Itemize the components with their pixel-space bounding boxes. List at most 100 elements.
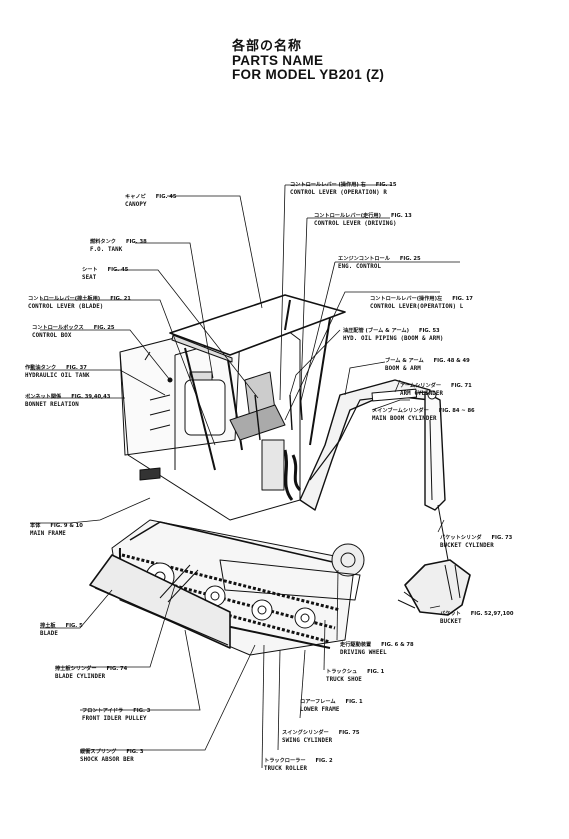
swing-cylinder-en: SWING CYLINDER [282, 738, 333, 745]
leader-lines [28, 184, 460, 769]
control-lever-driving-en: CONTROL LEVER (DRIVING) [314, 221, 397, 228]
leader-blade-cylinder [55, 584, 176, 668]
lower-frame-en: LOWER FRAME [300, 707, 340, 714]
hydraulic-oil-tank-jp: 作動油タンク [25, 365, 57, 371]
label-control-lever-operation-l: コントロールレバー(操作用)左 FIG. 17 CONTROL LEVER(OPE… [370, 286, 473, 311]
main-frame-jp: 本体 [30, 523, 41, 529]
leader-boom-arm [344, 361, 386, 396]
title-en-line2: FOR MODEL YB201 (Z) [232, 66, 385, 82]
swing-cylinder-fig: FIG. 75 [338, 730, 360, 736]
truck-shoe-jp: トラックシュ [326, 669, 358, 675]
leader-bucket-cylinder [437, 519, 445, 533]
main-frame-en: MAIN FRAME [30, 531, 66, 538]
bonnet-relation-en: BONNET RELATION [25, 402, 79, 409]
title-jp: 各部の名称 [232, 39, 303, 54]
label-truck-shoe: トラックシュ FIG. 1 TRUCK SHOE [326, 659, 384, 684]
control-lever-operation-r-jp: コントロールレバー (操作用) 右 [290, 182, 366, 188]
control-box-jp: コントロールボックス [32, 325, 84, 331]
boom-arm-fig: FIG. 48 & 49 [433, 358, 470, 364]
seat-en: SEAT [82, 275, 97, 282]
driving-wheel-en: DRIVING WHEEL [340, 650, 387, 657]
truck-roller-jp: トラックローラー [264, 758, 306, 764]
bucket-assembly [397, 504, 471, 616]
page-title: 各部の名称 PARTS NAME FOR MODEL YB201 (Z) [232, 40, 384, 82]
canopy-fig: FIG. 45 [155, 194, 177, 200]
leader-main-boom-cylinder [371, 399, 410, 411]
blade-cylinder-en: BLADE CYLINDER [55, 674, 106, 681]
control-lever-operation-l-fig: FIG. 17 [452, 296, 473, 302]
leader-control-box [40, 329, 171, 381]
arm-cylinder-jp: アームシリンダー [400, 383, 442, 389]
control-lever-driving-fig: FIG. 13 [391, 213, 412, 219]
canopy-en: CANOPY [125, 202, 147, 209]
leader-eng-control [299, 261, 460, 406]
control-lever-blade-fig: FIG. 21 [110, 296, 131, 302]
control-box-fig: FIG. 25 [93, 325, 115, 331]
bucket-fig: FIG. 52,97,100 [470, 611, 514, 617]
main-boom-cylinder-fig: FIG. 84 ~ 86 [438, 408, 475, 414]
control-lever-operation-l-en: CONTROL LEVER(OPERATION) L [370, 304, 464, 311]
leader-truck-shoe [323, 619, 326, 671]
hydraulic-oil-tank-fig: FIG. 37 [66, 365, 87, 371]
blade-jp: 排土板 [40, 623, 56, 629]
label-control-lever-driving: コントロールレバー(走行用)FIG. 13 CONTROL LEVER (DRI… [314, 203, 412, 228]
main-frame-fig: FIG. 9 & 10 [50, 523, 83, 529]
hydraulic-oil-tank-en: HYDRAULIC OIL TANK [25, 373, 90, 380]
blade-cylinder-jp: 排土板シリンダー [55, 666, 97, 672]
shock-absorber-fig: FIG. 3 [126, 749, 144, 755]
leader-truck-roller [261, 644, 265, 769]
label-hyd-oil-piping: 油圧配管 (ブーム & アーム)FIG. 53 HYD. OIL PIPING … [343, 318, 444, 343]
control-lever-operation-r-fig: FIG. 15 [375, 182, 397, 188]
fo-tank-jp: 燃料タンク [90, 239, 116, 245]
truck-shoe-fig: FIG. 1 [367, 669, 385, 675]
driving-wheel-fig: FIG. 6 & 78 [381, 642, 414, 648]
label-bucket: バケット FIG. 52,97,100 BUCKET [440, 601, 513, 626]
leader-control-lever-operation-r [279, 184, 392, 401]
leader-driving-wheel [336, 569, 339, 641]
leader-arm-cylinder [394, 379, 401, 393]
excavator-illustration [89, 294, 471, 656]
leader-control-lever-operation-l [284, 291, 440, 421]
control-lever-operation-l-jp: コントロールレバー(操作用)左 [370, 296, 443, 302]
leader-hydraulic-oil-tank [30, 369, 166, 396]
label-hydraulic-oil-tank: 作動油タンク FIG. 37 HYDRAULIC OIL TANK [25, 355, 90, 380]
leader-canopy [167, 195, 263, 309]
leader-control-lever-driving [299, 217, 390, 421]
lower-frame-fig: FIG. 1 [345, 699, 363, 705]
hyd-oil-piping-jp: 油圧配管 (ブーム & アーム) [343, 328, 409, 334]
main-boom-cylinder-jp: メインブームシリンダー [372, 408, 429, 414]
label-canopy: キャノピ FIG. 45 CANOPY [125, 184, 177, 209]
front-idler-pulley-fig: FIG. 3 [133, 708, 151, 714]
title-en-line1: PARTS NAME [232, 52, 324, 68]
leader-bucket [429, 605, 441, 609]
lower-frame-jp: ロアーフレーム [300, 699, 336, 705]
leader-shock-absorber [80, 644, 256, 751]
front-idler-pulley-jp: フロントアイドラ [82, 708, 124, 714]
control-lever-blade-en: CONTROL LEVER (BLADE) [28, 304, 104, 311]
boom-and-arm [283, 379, 446, 511]
leader-main-frame [30, 497, 151, 524]
label-control-lever-blade: コントロールレバー(排土板用)FIG. 21 CONTROL LEVER (BL… [28, 286, 131, 311]
label-lower-frame: ロアーフレーム FIG. 1 LOWER FRAME [300, 689, 363, 714]
truck-roller-fig: FIG. 2 [315, 758, 333, 764]
seat-fig: FIG. 45 [107, 267, 129, 273]
bucket-en: BUCKET [440, 619, 462, 626]
blade-fig: FIG. 5 [65, 623, 83, 629]
truck-shoe-en: TRUCK SHOE [326, 677, 362, 684]
bonnet-relation-fig: FIG. 39,40,43 [71, 394, 111, 400]
leader-swing-cylinder [277, 649, 281, 751]
canopy-jp: キャノピ [125, 194, 146, 200]
leader-blade [40, 589, 113, 629]
bucket-jp: バケット [440, 611, 461, 617]
control-box-en: CONTROL BOX [32, 333, 72, 340]
